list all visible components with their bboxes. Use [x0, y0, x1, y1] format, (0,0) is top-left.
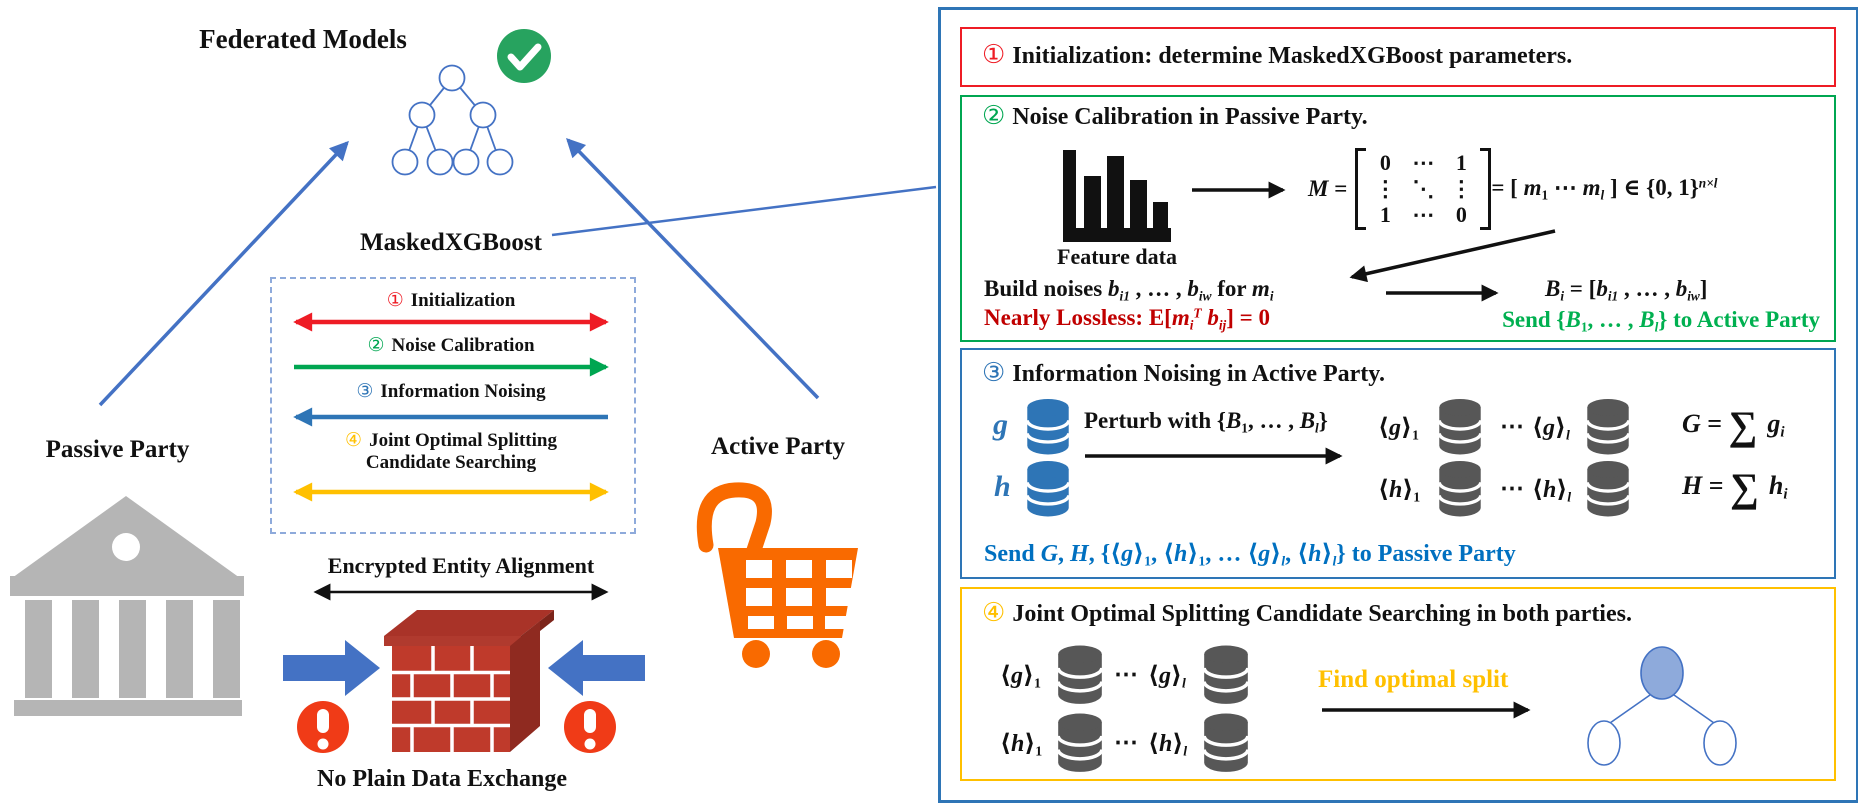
g-database-icon — [1025, 398, 1071, 456]
active-party-label: Active Party — [711, 433, 845, 460]
h-share-1-database-icon — [1437, 460, 1483, 518]
send-shares-label: Send G, H, {⟨g⟩1, ⟨h⟩1, … ⟨g⟩l, ⟨h⟩l} to… — [984, 541, 1516, 570]
h-sum-formula: H = ∑ hi — [1682, 465, 1788, 510]
build-noises-formula: Build noises bi1 , … , biw for mi — [984, 276, 1274, 304]
h-shares-ellipsis: ⋯ — [1500, 476, 1524, 502]
s4-g-share-l-database-icon — [1202, 644, 1250, 706]
s4-g-share-l-label: ⟨g⟩l — [1148, 663, 1186, 692]
g-share-1-database-icon — [1437, 398, 1483, 456]
maskedxgboost-title: MaskedXGBoost — [360, 229, 542, 256]
warning-icon-left — [297, 701, 349, 753]
s4-h-share-1-label: ⟨h⟩1 — [1000, 731, 1043, 760]
firewall-icon — [384, 610, 554, 752]
h-vector-label: h — [994, 470, 1011, 503]
step1-box — [960, 27, 1836, 87]
encrypted-entity-alignment-label: Encrypted Entity Alignment — [327, 553, 595, 578]
federated-models-title: Federated Models — [199, 24, 407, 54]
s4-h-share-1-database-icon — [1056, 712, 1104, 774]
step2-number: ② — [367, 334, 385, 356]
g-shares-ellipsis: ⋯ — [1500, 414, 1524, 440]
s4-h-share-l-database-icon — [1202, 712, 1250, 774]
g-share-l-label: ⟨g⟩l — [1532, 415, 1570, 444]
s4-g-ellipsis: ⋯ — [1114, 662, 1138, 688]
matrix-right-bracket — [1480, 148, 1492, 230]
mask-matrix-equation: M = 0⋯1 ⋮⋱⋮ 1⋯0 = [ m1 ⋯ ml ] ∈ {0, 1}n×… — [1308, 148, 1718, 230]
g-sum-formula: G = ∑ gi — [1682, 403, 1785, 448]
federated-tree-icon — [391, 64, 514, 176]
step1-circled-number: ① — [982, 40, 1006, 70]
warning-icon-right — [564, 701, 616, 753]
step1-number: ① — [386, 289, 404, 311]
s4-g-share-1-label: ⟨g⟩1 — [1000, 663, 1041, 692]
step3-number: ③ — [356, 380, 374, 402]
perturb-label: Perturb with {B1, … , Bl} — [1084, 408, 1328, 436]
g-share-l-database-icon — [1585, 398, 1631, 456]
bank-icon — [10, 496, 244, 716]
block-arrow-right — [548, 640, 645, 696]
check-circle-icon — [497, 29, 551, 83]
matrix-grid: 0⋯1 ⋮⋱⋮ 1⋯0 — [1374, 150, 1473, 227]
no-plain-data-exchange-label: No Plain Data Exchange — [316, 766, 567, 792]
block-arrow-left — [283, 640, 380, 696]
s4-h-ellipsis: ⋯ — [1114, 730, 1138, 756]
h-share-l-database-icon — [1585, 460, 1631, 518]
s4-h-share-l-label: ⟨h⟩l — [1148, 731, 1188, 760]
panel-connector-line — [551, 185, 937, 237]
nearly-lossless-formula: Nearly Lossless: E[miT bij] = 0 — [984, 305, 1270, 333]
step4-box — [960, 587, 1836, 781]
s4-g-share-1-database-icon — [1056, 644, 1104, 706]
h-share-l-label: ⟨h⟩l — [1532, 477, 1572, 506]
step2-circled-number: ② — [982, 101, 1006, 131]
matrix-left-bracket — [1355, 148, 1367, 230]
bi-definition-formula: Bi = [bi1 , … , biw] — [1545, 276, 1708, 304]
feature-data-label: Feature data — [1057, 244, 1177, 269]
step4-circled-number: ④ — [982, 598, 1006, 628]
h-share-1-label: ⟨h⟩1 — [1378, 477, 1421, 506]
h-database-icon — [1025, 460, 1071, 518]
step4-number: ④ — [345, 429, 363, 451]
step3-circled-number: ③ — [982, 358, 1006, 388]
find-optimal-split-label: Find optimal split — [1318, 666, 1509, 693]
matrix-rhs: = [ m1 ⋯ ml ] ∈ {0, 1}n×l — [1491, 175, 1718, 203]
passive-party-label: Passive Party — [45, 436, 190, 463]
g-share-1-label: ⟨g⟩1 — [1378, 415, 1419, 444]
g-vector-label: g — [993, 408, 1008, 441]
send-noises-label: Send {B1, … , Bl} to Active Party — [1502, 307, 1820, 335]
matrix-lhs: M = — [1308, 176, 1348, 201]
shopping-cart-icon — [696, 482, 858, 668]
protocol-dashed-box — [270, 277, 636, 534]
step3-box — [960, 348, 1836, 579]
right-panel-outer-box — [938, 7, 1858, 803]
step2-box — [960, 95, 1836, 342]
